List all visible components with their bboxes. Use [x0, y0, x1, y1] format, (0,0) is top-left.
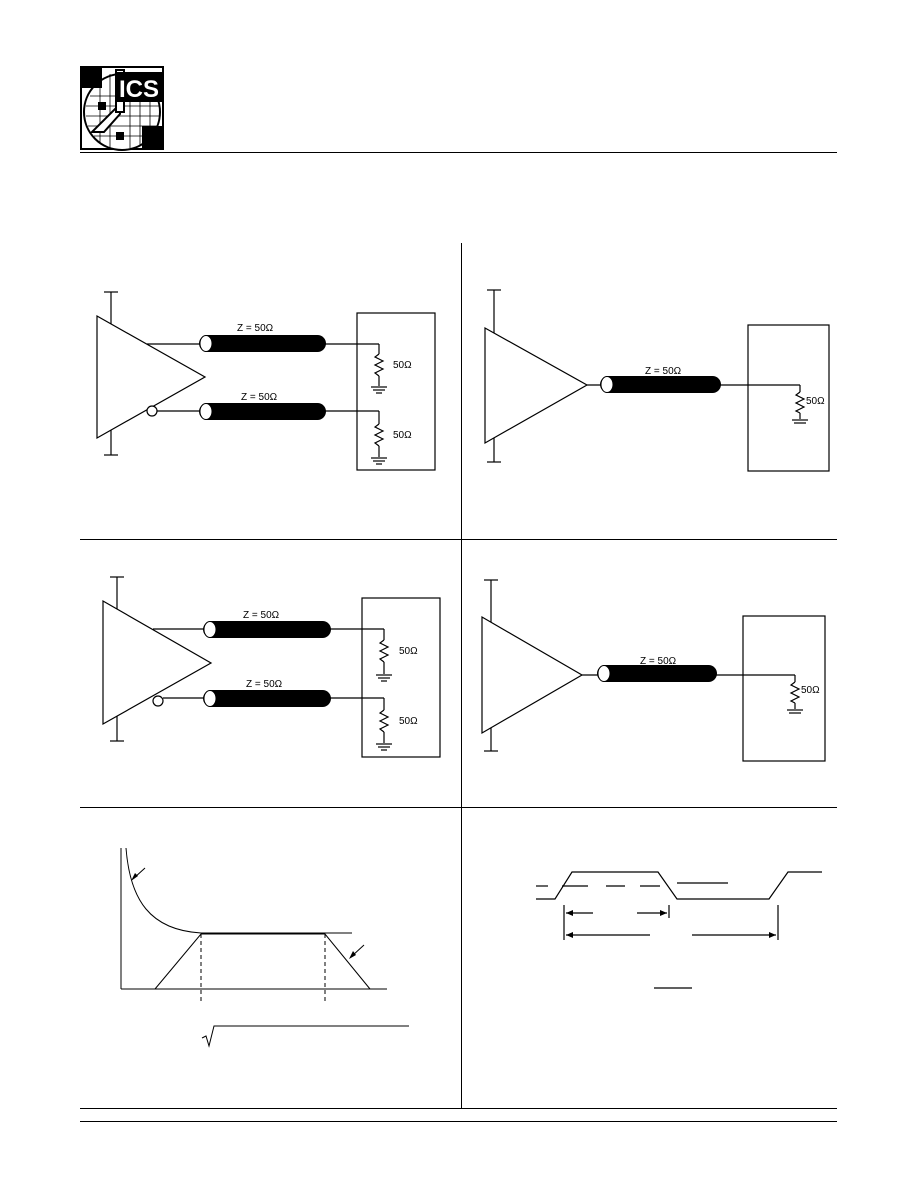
cable-label-1: Z = 50Ω [243, 610, 280, 621]
cable-label-2: Z = 50Ω [241, 392, 278, 403]
driver-triangle [102, 599, 213, 726]
coax-cable-2 [203, 690, 331, 707]
resistor-2 [378, 709, 390, 733]
waveform [536, 871, 822, 900]
column-divider [461, 243, 462, 1108]
driver-triangle [484, 326, 589, 445]
resistor-label-1: 50Ω [393, 360, 412, 371]
inverting-bubble [152, 695, 164, 707]
scope-box [356, 312, 436, 471]
footer-rule-1 [80, 1108, 837, 1109]
resistor-1 [373, 353, 385, 377]
resistor-1 [378, 639, 390, 663]
driver-triangle [481, 615, 584, 735]
coax-cable-2 [199, 403, 326, 420]
header-rule [80, 152, 837, 153]
cable-label: Z = 50Ω [645, 366, 682, 377]
coax-cable [597, 665, 717, 682]
resistor-label-2: 50Ω [399, 716, 418, 727]
scope-box [361, 597, 441, 758]
resistor [794, 391, 806, 414]
resistor-label: 50Ω [806, 396, 825, 407]
footer-rule-2 [80, 1121, 837, 1122]
trapezoid [154, 933, 371, 990]
cable-label: Z = 50Ω [640, 656, 677, 667]
sqrt-sign [201, 1025, 409, 1048]
resistor-label-1: 50Ω [399, 646, 418, 657]
resistor-2 [373, 423, 385, 447]
cable-label-1: Z = 50Ω [237, 323, 274, 334]
arrowhead [660, 910, 667, 916]
resistor-label: 50Ω [801, 685, 820, 696]
row-divider-2 [80, 807, 837, 808]
ics-logo: ICS [80, 66, 164, 151]
arrowhead [566, 932, 573, 938]
coax-cable-1 [203, 621, 331, 638]
row-divider-1 [80, 539, 837, 540]
cable-label-2: Z = 50Ω [246, 679, 283, 690]
scope-box [742, 615, 826, 762]
scope-box [747, 324, 830, 472]
arrowhead [566, 910, 573, 916]
resistor-label-2: 50Ω [393, 430, 412, 441]
resistor [789, 681, 801, 704]
logo-text: ICS [119, 76, 159, 103]
coax-cable-1 [199, 335, 326, 352]
arrowhead [769, 932, 776, 938]
coax-cable [600, 376, 721, 393]
decay-curve [125, 847, 202, 934]
